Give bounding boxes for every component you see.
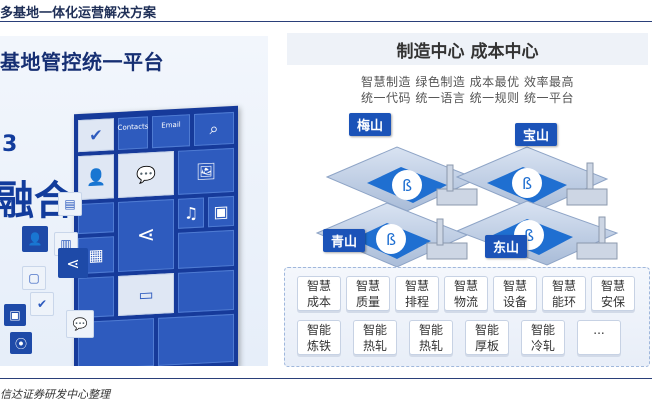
tile-photo: ▭ xyxy=(118,273,174,316)
app-button: 智慧设备 xyxy=(493,276,537,311)
app-button: 智能冷轧 xyxy=(521,320,565,355)
operations-diagram: 制造中心 成本中心 智慧制造 绿色制造 成本最优 效率最高 统一代码 统一语言 … xyxy=(284,33,650,368)
chat-icon: 💬 xyxy=(136,164,156,185)
svg-text:ß: ß xyxy=(524,226,534,245)
app-button: 智慧成本 xyxy=(297,276,341,311)
header-rule xyxy=(0,21,652,22)
site-label-qingshan: 青山 xyxy=(323,229,366,252)
app-button-line2: 物流 xyxy=(453,295,478,309)
app-button-line2: 设备 xyxy=(502,295,527,309)
app-button-line1: 智慧 xyxy=(502,279,527,293)
footer-rule xyxy=(0,378,652,379)
app-button-line2: 质量 xyxy=(355,295,380,309)
tile-share: ⋖ xyxy=(118,199,174,272)
music-icon: ♫ xyxy=(183,203,199,224)
doc-icon: ▤ xyxy=(58,192,82,216)
platform-illustration: 基地管控统一平台 3 融合 ✔ Contacts Email ⌕ 👤 💬 🖼 ⋖… xyxy=(0,36,268,366)
app-button-line2: 成本 xyxy=(306,295,331,309)
app-button-line2: 热轧 xyxy=(418,339,443,353)
app-button-line1: 智能 xyxy=(306,323,331,337)
check-icon: ✔ xyxy=(89,125,103,145)
app-button-line1: 智慧 xyxy=(355,279,380,293)
photo-icon: ▭ xyxy=(138,284,154,305)
app-button: 智能炼铁 xyxy=(297,320,341,355)
video-icon: ▣ xyxy=(213,201,229,222)
app-button: 智能热轧 xyxy=(409,320,453,355)
app-button-line1: 智能 xyxy=(530,323,555,337)
app-button: 智能热轧 xyxy=(353,320,397,355)
app-button-line2: 热轧 xyxy=(362,339,387,353)
tile-person: 👤 xyxy=(78,154,114,201)
tile-image: 🖼 xyxy=(178,147,234,195)
app-button: ... xyxy=(577,320,621,355)
app-button-line2: 厚板 xyxy=(474,339,499,353)
header-bar: 多基地一体化运营解决方案 xyxy=(0,0,652,22)
site-label-baoshan: 宝山 xyxy=(515,123,558,146)
chat-tile-icon: ▢ xyxy=(22,266,46,290)
center-title: 制造中心 成本中心 xyxy=(396,42,539,62)
app-button: 智慧排程 xyxy=(395,276,439,311)
app-button: 智慧物流 xyxy=(444,276,488,311)
app-button-line1: 智慧 xyxy=(551,279,576,293)
app-button-line1: 智慧 xyxy=(453,279,478,293)
app-button: 智慧安保 xyxy=(591,276,635,311)
site-label-meishan: 梅山 xyxy=(349,113,392,136)
app-button: 智慧能环 xyxy=(542,276,586,311)
app-button-line2: 安保 xyxy=(600,295,625,309)
factory-buildings xyxy=(426,162,618,260)
page-title: 多基地一体化运营解决方案 xyxy=(0,6,157,21)
tile-message: 💬 xyxy=(118,151,174,198)
app-button: 智慧质量 xyxy=(346,276,390,311)
keywords-row-2: 统一代码 统一语言 统一规则 统一平台 xyxy=(361,91,574,105)
image-icon: 🖼 xyxy=(195,161,217,182)
smart-apps-panel: 智慧成本智慧质量智慧排程智慧物流智慧设备智慧能环智慧安保 智能炼铁智能热轧智能热… xyxy=(284,267,650,367)
app-button-line1: 智能 xyxy=(362,323,387,337)
source-note: 信达证券研发中心整理 xyxy=(0,388,110,401)
app-button-line1: ... xyxy=(593,323,605,337)
svg-text:ß: ß xyxy=(386,230,396,249)
person-tile-icon: 👤 xyxy=(22,226,48,252)
app-button-line1: 智慧 xyxy=(600,279,625,293)
calendar-icon: ▦ xyxy=(88,245,104,266)
person-icon: 👤 xyxy=(86,167,106,188)
tile-blank-2 xyxy=(178,229,234,269)
tile-blank-4 xyxy=(178,269,234,313)
app-button-line2: 能环 xyxy=(551,295,576,309)
share-icon: ⋖ xyxy=(136,222,156,249)
comment-icon: 💬 xyxy=(66,310,94,338)
app-button: 智能厚板 xyxy=(465,320,509,355)
tile-video: ▣ xyxy=(208,195,234,228)
tile-blank-6 xyxy=(158,313,234,366)
title-band xyxy=(287,33,648,65)
base-factory-map: ß ß ß ß xyxy=(315,146,619,268)
search-icon: ⌕ xyxy=(209,118,219,139)
app-button-line2: 冷轧 xyxy=(530,339,555,353)
app-button-line2: 排程 xyxy=(404,295,429,309)
keywords-row-1: 智慧制造 绿色制造 成本最优 效率最高 xyxy=(361,75,574,89)
svg-text:ß: ß xyxy=(402,176,412,195)
location-icon: ⦿ xyxy=(10,332,32,354)
tile-contacts: Contacts xyxy=(118,116,148,150)
app-button-line1: 智慧 xyxy=(404,279,429,293)
tile-email: Email xyxy=(152,114,190,149)
app-button-line1: 智慧 xyxy=(306,279,331,293)
tile-search: ⌕ xyxy=(194,111,234,147)
site-label-dongshan: 东山 xyxy=(485,235,528,258)
tile-blank-1 xyxy=(78,202,114,235)
tile-check: ✔ xyxy=(78,118,114,153)
tile-music: ♫ xyxy=(178,197,204,229)
app-tile-grid: ✔ Contacts Email ⌕ 👤 💬 🖼 ⋖ ♫ ▣ ▦ ▭ xyxy=(74,105,238,366)
partial-glyph: 3 xyxy=(2,132,18,157)
image-tile-icon: ▣ xyxy=(4,304,26,326)
app-button-line1: 智能 xyxy=(474,323,499,337)
app-button-line2: 炼铁 xyxy=(306,339,331,353)
svg-text:ß: ß xyxy=(522,174,532,193)
check-tile-icon: ✔ xyxy=(30,292,54,316)
app-button-line1: 智能 xyxy=(418,323,443,337)
share-tile-icon: ⋖ xyxy=(58,248,88,278)
platform-title: 基地管控统一平台 xyxy=(0,50,164,74)
